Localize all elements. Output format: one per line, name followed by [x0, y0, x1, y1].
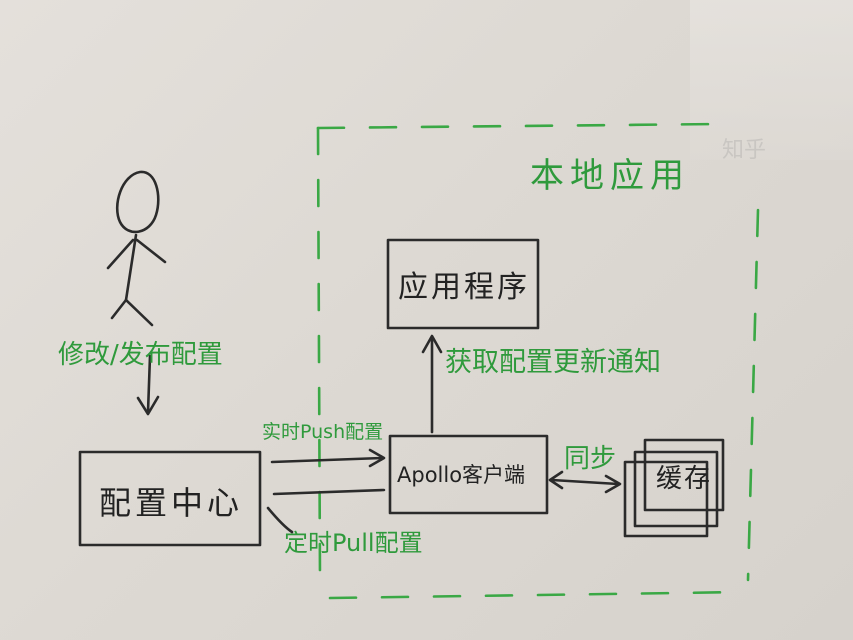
arrow-client-to-app [421, 334, 443, 434]
user-stick-figure [106, 170, 167, 327]
cache-label: 缓存 [656, 464, 713, 494]
apollo-client-box [388, 434, 549, 515]
local-app-boundary [316, 122, 760, 600]
pull-label: 定时Pull配置 [284, 529, 423, 557]
sync-label: 同步 [564, 444, 617, 474]
config-center-box [78, 450, 262, 547]
config-center-label: 配置中心 [99, 484, 244, 522]
app-box [386, 238, 540, 330]
modify-publish-label: 修改/发布配置 [58, 340, 223, 370]
apollo-client-label: Apollo客户端 [397, 463, 526, 487]
arrow-push [270, 448, 386, 468]
notify-label: 获取配置更新通知 [445, 347, 661, 378]
cache-stack [623, 438, 725, 538]
arrow-pull [266, 488, 386, 534]
push-label: 实时Push配置 [262, 421, 384, 443]
app-label: 应用程序 [398, 270, 530, 305]
paper-edge [690, 0, 853, 160]
arrow-user-to-config [136, 354, 160, 416]
arrow-sync [548, 470, 622, 494]
watermark-text: 知乎 [722, 138, 767, 163]
local-app-title: 本地应用 [530, 156, 690, 196]
